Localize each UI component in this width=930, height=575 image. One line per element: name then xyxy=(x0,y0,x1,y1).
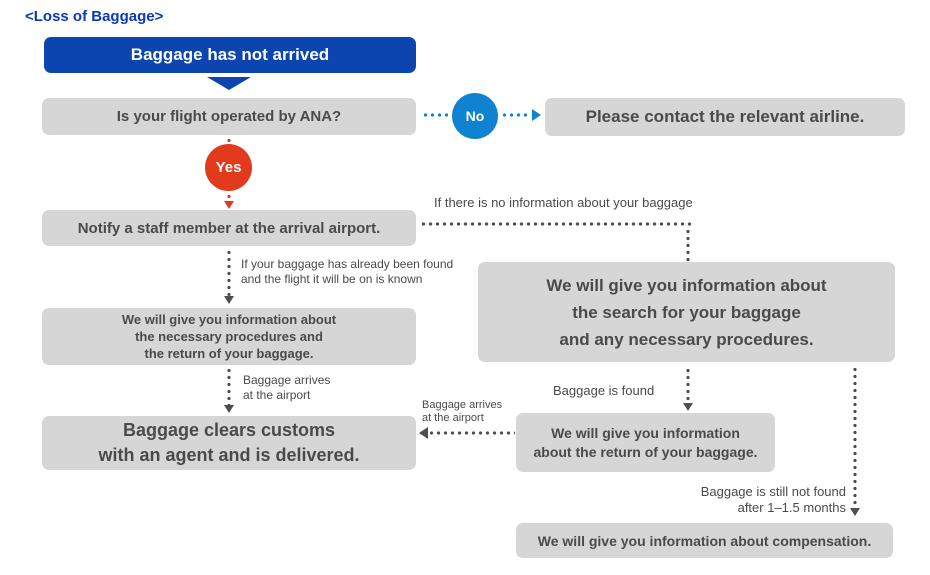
arrives-mid-line: Baggage arrives xyxy=(422,399,503,411)
already-found-dotted xyxy=(227,249,231,296)
ana-question-label: Is your flight operated by ANA? xyxy=(116,108,342,125)
contact-airline-label: Please contact the relevant airline. xyxy=(585,107,865,126)
not-found-arrow-down-icon xyxy=(850,508,860,516)
not-found-label: Baggage is still not found after 1–1.5 m… xyxy=(600,484,846,516)
already-found-line: If your baggage has already been found xyxy=(241,257,454,271)
search-info-line: and any necessary procedures. xyxy=(559,329,814,349)
return-info-line: about the return of your baggage. xyxy=(533,443,758,460)
procedures-line: the return of your baggage. xyxy=(144,346,314,361)
yes-dotted-line-2 xyxy=(227,193,231,201)
contact-airline-node: Please contact the relevant airline. xyxy=(545,98,905,136)
not-found-line: Baggage is still not found xyxy=(700,484,846,499)
ana-question-node: Is your flight operated by ANA? xyxy=(42,98,416,135)
page-title: <Loss of Baggage> xyxy=(25,8,164,25)
no-badge: No xyxy=(452,93,498,139)
no-info-dotted-v xyxy=(686,228,690,262)
search-info-node: We will give you information about the s… xyxy=(478,262,895,362)
down-chevron-icon xyxy=(207,77,251,90)
already-found-arrow-down-icon xyxy=(224,296,234,304)
arrives-mid-arrow-left-icon xyxy=(419,427,428,439)
found-arrow-down-icon xyxy=(683,403,693,411)
already-found-line: and the flight it will be on is known xyxy=(241,272,423,286)
procedures-node: We will give you information about the n… xyxy=(42,308,416,365)
return-info-node: We will give you information about the r… xyxy=(516,413,775,472)
notify-staff-label: Notify a staff member at the arrival air… xyxy=(77,219,381,237)
no-info-label: If there is no information about your ba… xyxy=(434,195,693,210)
arrives-left-arrow-down-icon xyxy=(224,405,234,413)
customs-line: with an agent and is delivered. xyxy=(98,445,360,465)
return-info-line: We will give you information xyxy=(551,424,740,441)
arrives-left-line: at the airport xyxy=(243,388,311,402)
yes-arrow-down-icon xyxy=(224,201,234,209)
arrives-left-dotted xyxy=(227,367,231,405)
not-found-dotted xyxy=(853,366,857,508)
search-info-line: We will give you information about xyxy=(546,275,827,295)
yes-badge: Yes xyxy=(205,144,252,191)
found-label: Baggage is found xyxy=(553,383,655,398)
arrives-left-line: Baggage arrives xyxy=(243,373,331,387)
compensation-node: We will give you information about compe… xyxy=(516,523,893,558)
start-node-label: Baggage has not arrived xyxy=(130,45,330,64)
no-dotted-line-2 xyxy=(501,113,531,117)
no-info-dotted-h xyxy=(420,222,692,226)
customs-line: Baggage clears customs xyxy=(122,420,336,440)
arrives-mid-dotted xyxy=(428,431,515,435)
not-found-line: after 1–1.5 months xyxy=(737,500,846,515)
procedures-line: We will give you information about xyxy=(121,312,337,327)
search-info-line: the search for your baggage xyxy=(572,302,801,322)
yes-dotted-line-1 xyxy=(227,137,231,144)
arrives-mid-label: Baggage arrives at the airport xyxy=(422,399,502,425)
compensation-label: We will give you information about compe… xyxy=(537,532,872,549)
customs-node: Baggage clears customs with an agent and… xyxy=(42,416,416,470)
start-node: Baggage has not arrived xyxy=(44,37,416,73)
no-dotted-line-1 xyxy=(422,113,450,117)
arrives-mid-line: at the airport xyxy=(422,412,484,424)
procedures-line: the necessary procedures and xyxy=(135,329,323,344)
arrives-left-label: Baggage arrives at the airport xyxy=(243,373,330,403)
found-dotted xyxy=(686,367,690,403)
no-arrow-right-icon xyxy=(532,109,541,121)
already-found-label: If your baggage has already been found a… xyxy=(241,257,453,287)
notify-staff-node: Notify a staff member at the arrival air… xyxy=(42,210,416,246)
